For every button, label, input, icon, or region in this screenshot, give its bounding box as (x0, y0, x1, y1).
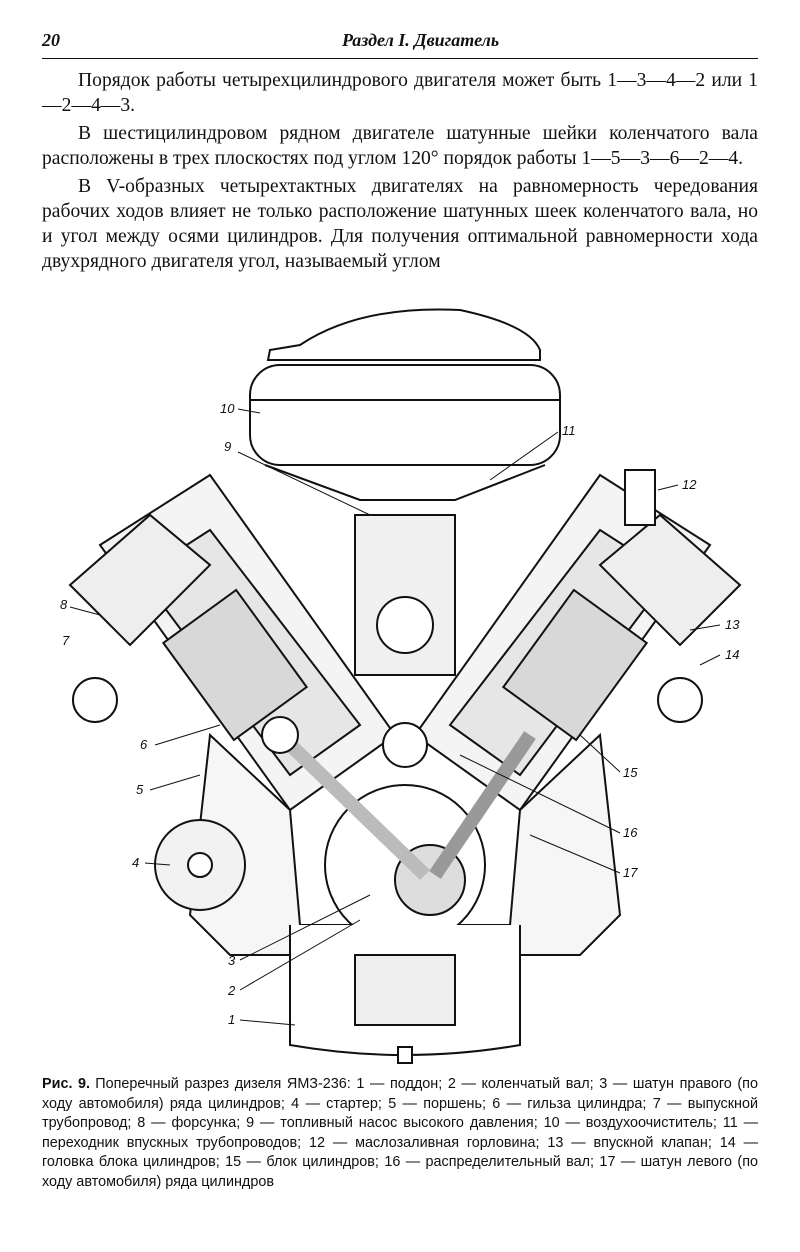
leader-14 (699, 654, 721, 666)
body-text: Порядок работы четырехцилиндрового двига… (42, 68, 758, 277)
callout-4: 4 (132, 855, 139, 870)
left-piston (161, 588, 309, 742)
leader-6 (154, 724, 221, 746)
paragraph-2: В шестицилиндровом рядном двигателе шату… (42, 123, 758, 169)
callout-1: 1 (228, 1012, 235, 1027)
air-cleaner-cap (266, 308, 541, 361)
engine-cross-section-figure: 10 9 11 12 8 7 13 14 6 5 15 16 17 4 3 2 … (60, 305, 750, 1065)
right-piston (501, 588, 649, 742)
leader-9 (237, 451, 371, 516)
callout-12: 12 (682, 477, 697, 492)
leader-8 (69, 606, 101, 616)
oil-filler-neck (624, 469, 656, 526)
right-row-connecting-rod (275, 729, 430, 881)
leader-12 (657, 484, 679, 491)
right-cylinder-head (598, 513, 742, 647)
pump-drive (376, 596, 434, 654)
air-cleaner-body (249, 364, 561, 466)
header-rule (42, 58, 758, 59)
leader-5 (149, 774, 201, 791)
leader-11 (489, 431, 559, 481)
left-row-connecting-rod (429, 731, 536, 879)
callout-16: 16 (623, 825, 638, 840)
right-exhaust-manifold (657, 677, 703, 723)
left-cylinder-head (68, 513, 212, 647)
callout-10: 10 (220, 401, 235, 416)
figure-caption-text: Поперечный разрез дизеля ЯМЗ-236: 1 — по… (42, 1076, 758, 1190)
leader-3 (239, 894, 371, 961)
leader-1 (239, 1019, 296, 1026)
left-exhaust-manifold (72, 677, 118, 723)
callout-3: 3 (228, 953, 236, 968)
callout-15: 15 (623, 765, 638, 780)
piston-pin (261, 716, 299, 754)
leader-2 (239, 919, 361, 991)
callout-2: 2 (227, 983, 236, 998)
callout-14: 14 (725, 647, 739, 662)
callout-9: 9 (224, 439, 231, 454)
paragraph-3: В V-образных четырехтактных двигателях н… (42, 176, 758, 272)
leader-10 (237, 408, 261, 414)
page-header: 20 Раздел I. Двигатель (42, 30, 758, 60)
callout-13: 13 (725, 617, 740, 632)
figure-label: Рис. 9. (42, 1076, 91, 1092)
paragraph-1: Порядок работы четырехцилиндрового двига… (42, 70, 758, 116)
leader-15 (579, 734, 621, 773)
callout-7: 7 (62, 633, 70, 648)
figure-caption: Рис. 9. Поперечный разрез дизеля ЯМЗ-236… (42, 1075, 758, 1192)
starter-shaft (187, 852, 213, 878)
leader-17 (529, 834, 621, 874)
engine-drawing: 10 9 11 12 8 7 13 14 6 5 15 16 17 4 3 2 … (60, 308, 742, 1064)
callout-17: 17 (623, 865, 638, 880)
page-number: 20 (42, 30, 60, 50)
drain-plug (397, 1046, 413, 1064)
callout-8: 8 (60, 597, 68, 612)
oil-pump (354, 954, 456, 1026)
callout-5: 5 (136, 782, 144, 797)
crankcase (188, 732, 622, 956)
leader-13 (689, 624, 721, 631)
intake-adapter (264, 464, 546, 501)
callout-11: 11 (562, 423, 576, 438)
leader-16 (459, 754, 621, 834)
camshaft (382, 722, 428, 768)
section-title: Раздел I. Двигатель (342, 30, 500, 50)
callout-6: 6 (140, 737, 148, 752)
leader-4 (144, 862, 171, 866)
